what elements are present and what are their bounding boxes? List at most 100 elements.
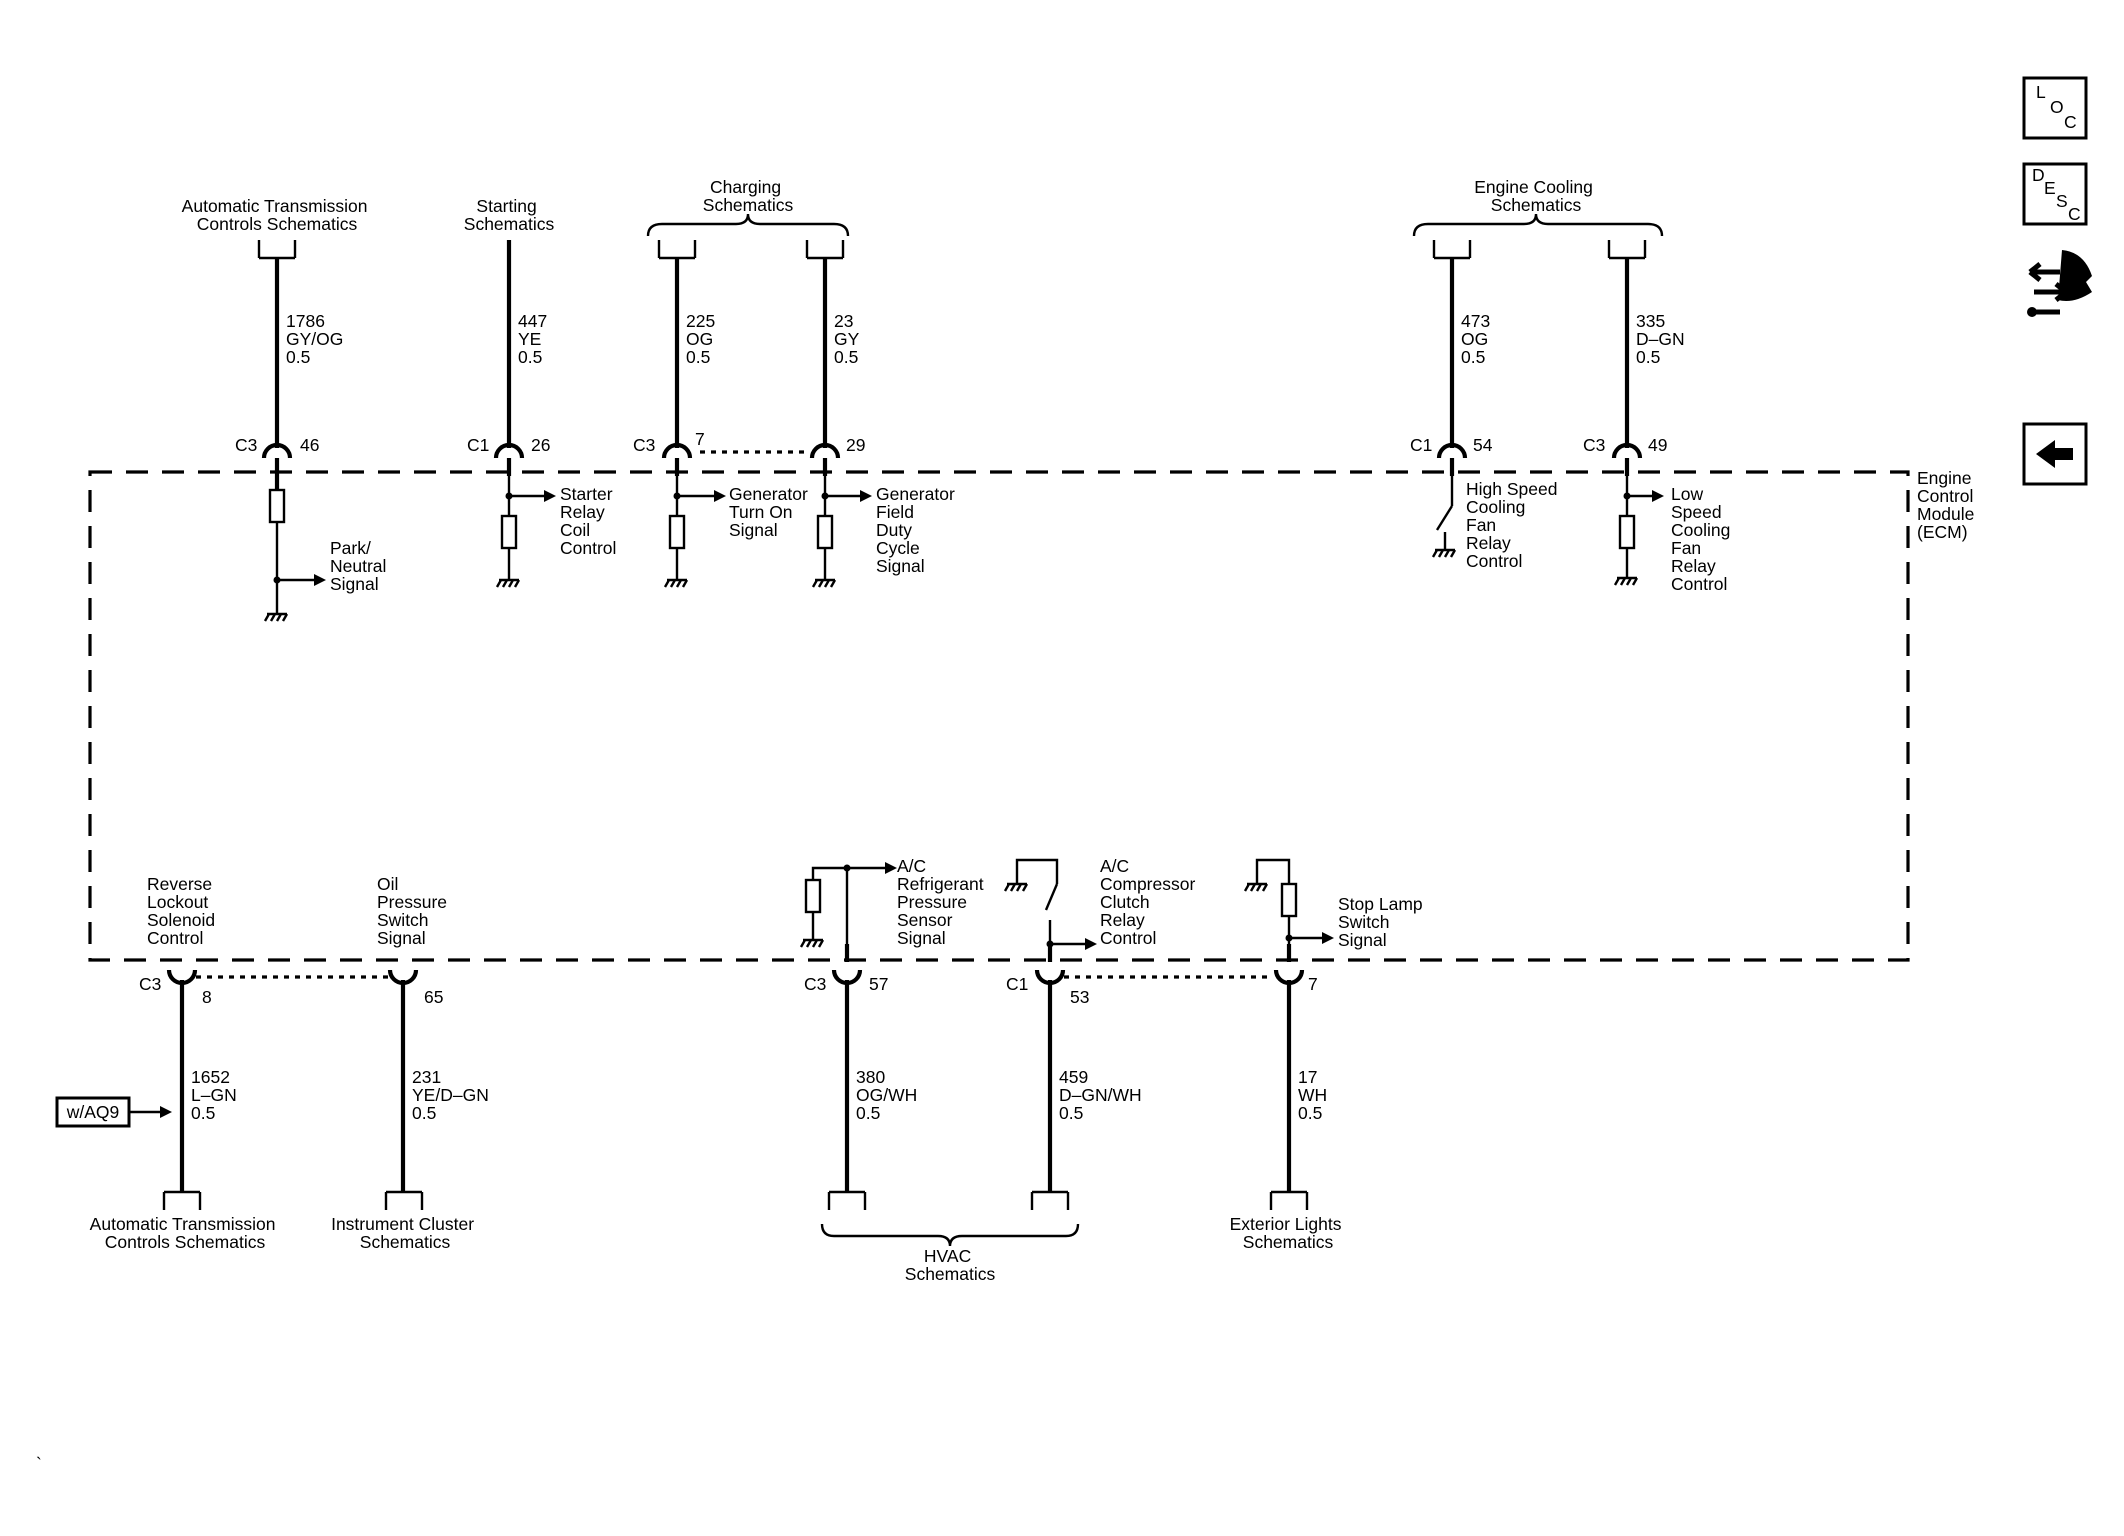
svg-text:Instrument Cluster Schem: Instrument Cluster Schematics xyxy=(331,1214,479,1252)
ground-icon xyxy=(1431,548,1457,558)
svg-text:473 OG 0.5: 473 OG 0.5 xyxy=(1461,311,1495,367)
svg-text:447 YE 0.5: 447 YE 0.5 xyxy=(518,311,552,367)
svg-text:65: 65 xyxy=(424,987,443,1007)
circuit-ac-pressure-sensor: A/C Refrigerant Pressure Sensor Signal C… xyxy=(799,856,988,1210)
svg-text:17 WH 0.5: 17 WH 0.5 xyxy=(1298,1067,1332,1123)
svg-text:46: 46 xyxy=(300,435,319,455)
svg-text:Automatic Transmission C: Automatic Transmission Controls Schemati… xyxy=(90,1214,281,1252)
svg-text:O: O xyxy=(2050,97,2064,117)
svg-text:29: 29 xyxy=(846,435,865,455)
svg-text:Generator Turn On: Generator Turn On Signal xyxy=(729,484,813,540)
ground-icon xyxy=(1003,882,1029,892)
svg-text:49: 49 xyxy=(1648,435,1667,455)
switch-contact xyxy=(1435,505,1454,531)
svg-text:A/C Refrigerant Pr: A/C Refrigerant Pressure Sensor Signal xyxy=(897,856,988,948)
resistor xyxy=(268,488,286,524)
bottom-hvac-ref: HVAC Schematics xyxy=(820,1223,1080,1284)
svg-text:C: C xyxy=(2068,204,2081,224)
circuit-ac-clutch-relay: A/C Compressor Clutch Relay Control C1 5… xyxy=(1003,856,1200,1210)
svg-text:Engine Cooling Schematic: Engine Cooling Schematics xyxy=(1474,177,1598,215)
svg-text:HVAC Schematics: HVAC Schematics xyxy=(905,1246,996,1284)
back-button[interactable] xyxy=(2022,422,2088,486)
desc-button[interactable]: D E S C xyxy=(2022,162,2088,226)
svg-text:C3: C3 xyxy=(1583,435,1605,455)
svg-text:53: 53 xyxy=(1070,987,1089,1007)
svg-text:C1: C1 xyxy=(1006,974,1028,994)
svg-text:Stop Lamp Switch S: Stop Lamp Switch Signal xyxy=(1338,894,1428,950)
ecm-label: Engine Control Module (ECM) xyxy=(1917,468,1979,542)
svg-text:Automatic Transmission C: Automatic Transmission Controls Schemati… xyxy=(182,196,373,234)
bottom-at-controls-ref: Automatic Transmission Controls Schemati… xyxy=(90,1214,281,1252)
svg-text:Oil Pressure Switc: Oil Pressure Switch Signal xyxy=(377,874,452,948)
top-engine-cooling-ref: Engine Cooling Schematics xyxy=(1412,177,1664,260)
ecm-boundary xyxy=(88,470,1910,962)
loc-button[interactable]: L O C xyxy=(2022,76,2088,140)
switch-contact xyxy=(1044,883,1059,911)
svg-text:L: L xyxy=(2036,82,2046,102)
svg-text:Generator Field Du: Generator Field Duty Cycle Signal xyxy=(876,484,960,576)
circuit-generator-turn-on: 225 OG 0.5 C3 7 Generator Turn On Signal xyxy=(633,258,813,588)
svg-text:335 D–GN 0.5: 335 D–GN 0.5 xyxy=(1636,311,1690,367)
svg-text:Starter Relay Coil: Starter Relay Coil Control xyxy=(560,484,617,558)
ground-icon xyxy=(663,578,689,588)
svg-text:8: 8 xyxy=(202,987,212,1007)
ground-icon xyxy=(811,578,837,588)
svg-text:w/AQ9: w/AQ9 xyxy=(66,1102,120,1122)
svg-text:Charging Schematics: Charging Schematics xyxy=(703,177,794,215)
svg-text:C: C xyxy=(2064,112,2077,132)
connector-c3-7 xyxy=(661,442,693,459)
svg-text:C1: C1 xyxy=(1410,435,1432,455)
svg-text:C1: C1 xyxy=(467,435,489,455)
connector-29 xyxy=(809,442,841,459)
option-badge-aq9: w/AQ9 xyxy=(55,1096,172,1128)
svg-text:E: E xyxy=(2044,178,2056,198)
svg-text:C3: C3 xyxy=(139,974,161,994)
svg-text:Starting Schematics: Starting Schematics xyxy=(464,196,555,234)
svg-text:54: 54 xyxy=(1473,435,1493,455)
park-neutral-label: Park/ Neutral Signal xyxy=(330,538,391,594)
stray-mark: ` xyxy=(36,1454,42,1474)
wire-1786-label: 1786 GY/OG 0.5 xyxy=(286,311,348,367)
back-arrow-icon xyxy=(2036,440,2073,468)
svg-text:1652 L–GN 0.5: 1652 L–GN 0.5 xyxy=(191,1067,242,1123)
svg-text:57: 57 xyxy=(869,974,888,994)
svg-text:C3: C3 xyxy=(804,974,826,994)
ground-icon xyxy=(1243,882,1269,892)
circuit-high-speed-fan: 473 OG 0.5 C1 54 High Speed Cooling Fan … xyxy=(1410,258,1562,571)
svg-text:7: 7 xyxy=(695,429,705,449)
circuit-generator-field: 23 GY 0.5 29 Generator Field Duty Cycle … xyxy=(809,258,960,588)
top-at-controls-ref: Automatic Transmission Controls Schemati… xyxy=(182,196,373,260)
svg-text:A/C Compressor Clu: A/C Compressor Clutch Relay Control xyxy=(1100,856,1200,948)
svg-text:Exterior Lights Schemati: Exterior Lights Schematics xyxy=(1230,1214,1347,1252)
circuit-low-speed-fan: 335 D–GN 0.5 C3 49 Low Speed Cooling Fan… xyxy=(1583,258,1735,594)
circuit-stop-lamp: Stop Lamp Switch Signal 7 17 WH 0.5 xyxy=(1243,858,1428,1210)
svg-text:C3: C3 xyxy=(633,435,655,455)
circuit-oil-pressure: Oil Pressure Switch Signal 65 231 YE/D–G… xyxy=(377,874,494,1210)
connector-c3-49 xyxy=(1611,442,1643,459)
svg-text:459 D–GN/WH 0.5: 459 D–GN/WH 0.5 xyxy=(1059,1067,1147,1123)
svg-text:380 OG/WH 0.5: 380 OG/WH 0.5 xyxy=(856,1067,922,1123)
top-charging-ref: Charging Schematics xyxy=(646,177,850,260)
top-starting-ref: Starting Schematics xyxy=(464,196,555,234)
svg-text:225 OG 0.5: 225 OG 0.5 xyxy=(686,311,720,367)
ground-icon xyxy=(799,938,825,948)
svg-text:26: 26 xyxy=(531,435,550,455)
bottom-exterior-lights-ref: Exterior Lights Schematics xyxy=(1230,1214,1347,1252)
circuit-starter-relay: 447 YE 0.5 C1 26 Starter Relay Coil Cont… xyxy=(467,240,617,588)
svg-text:Reverse Lockout So: Reverse Lockout Solenoid Control xyxy=(147,874,220,948)
circuit-reverse-lockout: Reverse Lockout Solenoid Control C3 8 16… xyxy=(55,874,242,1210)
svg-text:S: S xyxy=(2056,191,2068,211)
svg-text:23 GY 0.5: 23 GY 0.5 xyxy=(834,311,864,367)
svg-text:High Speed Cooling: High Speed Cooling Fan Relay Control xyxy=(1466,479,1562,571)
svg-text:231 YE/D–GN 0.5: 231 YE/D–GN 0.5 xyxy=(412,1067,494,1123)
svg-text:Low Speed Cooling: Low Speed Cooling Fan Relay Control xyxy=(1671,484,1735,594)
svg-text:D: D xyxy=(2032,165,2045,185)
connector-c3-46 xyxy=(261,442,293,459)
connector-end-view-icon[interactable] xyxy=(2027,250,2092,317)
ground-icon xyxy=(263,612,289,622)
ground-icon xyxy=(1613,576,1639,586)
svg-text:C3: C3 xyxy=(235,435,257,455)
connector-c1-54 xyxy=(1436,442,1468,459)
ground-icon xyxy=(495,578,521,588)
